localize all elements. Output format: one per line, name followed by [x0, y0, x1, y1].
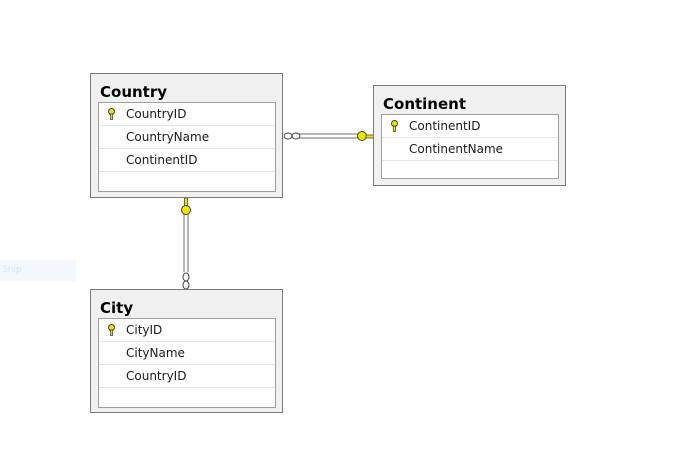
- column-name: CityID: [126, 323, 163, 337]
- column-name: ContinentName: [409, 142, 504, 156]
- empty-row: [382, 161, 558, 184]
- key-icon: [391, 120, 398, 132]
- column-name: CityName: [126, 346, 185, 360]
- key-icon: [108, 108, 115, 120]
- column-grid-country: CountryID CountryName ContinentID: [98, 102, 276, 192]
- column-name: CountryID: [126, 107, 187, 121]
- column-row[interactable]: CityName: [99, 342, 275, 365]
- key-icon: [181, 197, 191, 215]
- empty-row: [99, 388, 275, 411]
- column-row[interactable]: ContinentID: [382, 115, 558, 138]
- table-continent[interactable]: Continent ContinentID ContinentName: [373, 85, 566, 186]
- table-title-country: Country: [100, 83, 168, 101]
- relationship-city-country[interactable]: [181, 197, 191, 290]
- column-name: CountryName: [126, 130, 210, 144]
- table-country[interactable]: Country CountryID CountryName ContinentI…: [90, 73, 283, 198]
- relationship-country-continent[interactable]: [283, 131, 375, 141]
- primary-key-gutter: [99, 319, 123, 341]
- infinity-icon: [182, 272, 190, 290]
- table-title-city: City: [100, 299, 134, 317]
- column-row[interactable]: CityID: [99, 319, 275, 342]
- column-row[interactable]: CountryID: [99, 365, 275, 388]
- primary-key-gutter: [99, 103, 123, 125]
- empty-row: [99, 172, 275, 195]
- table-city[interactable]: City CityID CityName CountryID: [90, 289, 283, 413]
- column-row[interactable]: ContinentID: [99, 149, 275, 172]
- column-row[interactable]: ContinentName: [382, 138, 558, 161]
- column-name: CountryID: [126, 369, 187, 383]
- snip-overlay: Snip: [0, 260, 76, 281]
- column-row[interactable]: CountryID: [99, 103, 275, 126]
- table-title-continent: Continent: [383, 95, 467, 113]
- snip-label: Snip: [2, 265, 22, 275]
- infinity-icon: [283, 132, 301, 140]
- column-row[interactable]: CountryName: [99, 126, 275, 149]
- column-grid-continent: ContinentID ContinentName: [381, 114, 559, 179]
- key-icon: [108, 324, 115, 336]
- column-grid-city: CityID CityName CountryID: [98, 318, 276, 408]
- column-name: ContinentID: [409, 119, 481, 133]
- column-name: ContinentID: [126, 153, 198, 167]
- key-icon: [357, 131, 375, 141]
- primary-key-gutter: [382, 115, 406, 137]
